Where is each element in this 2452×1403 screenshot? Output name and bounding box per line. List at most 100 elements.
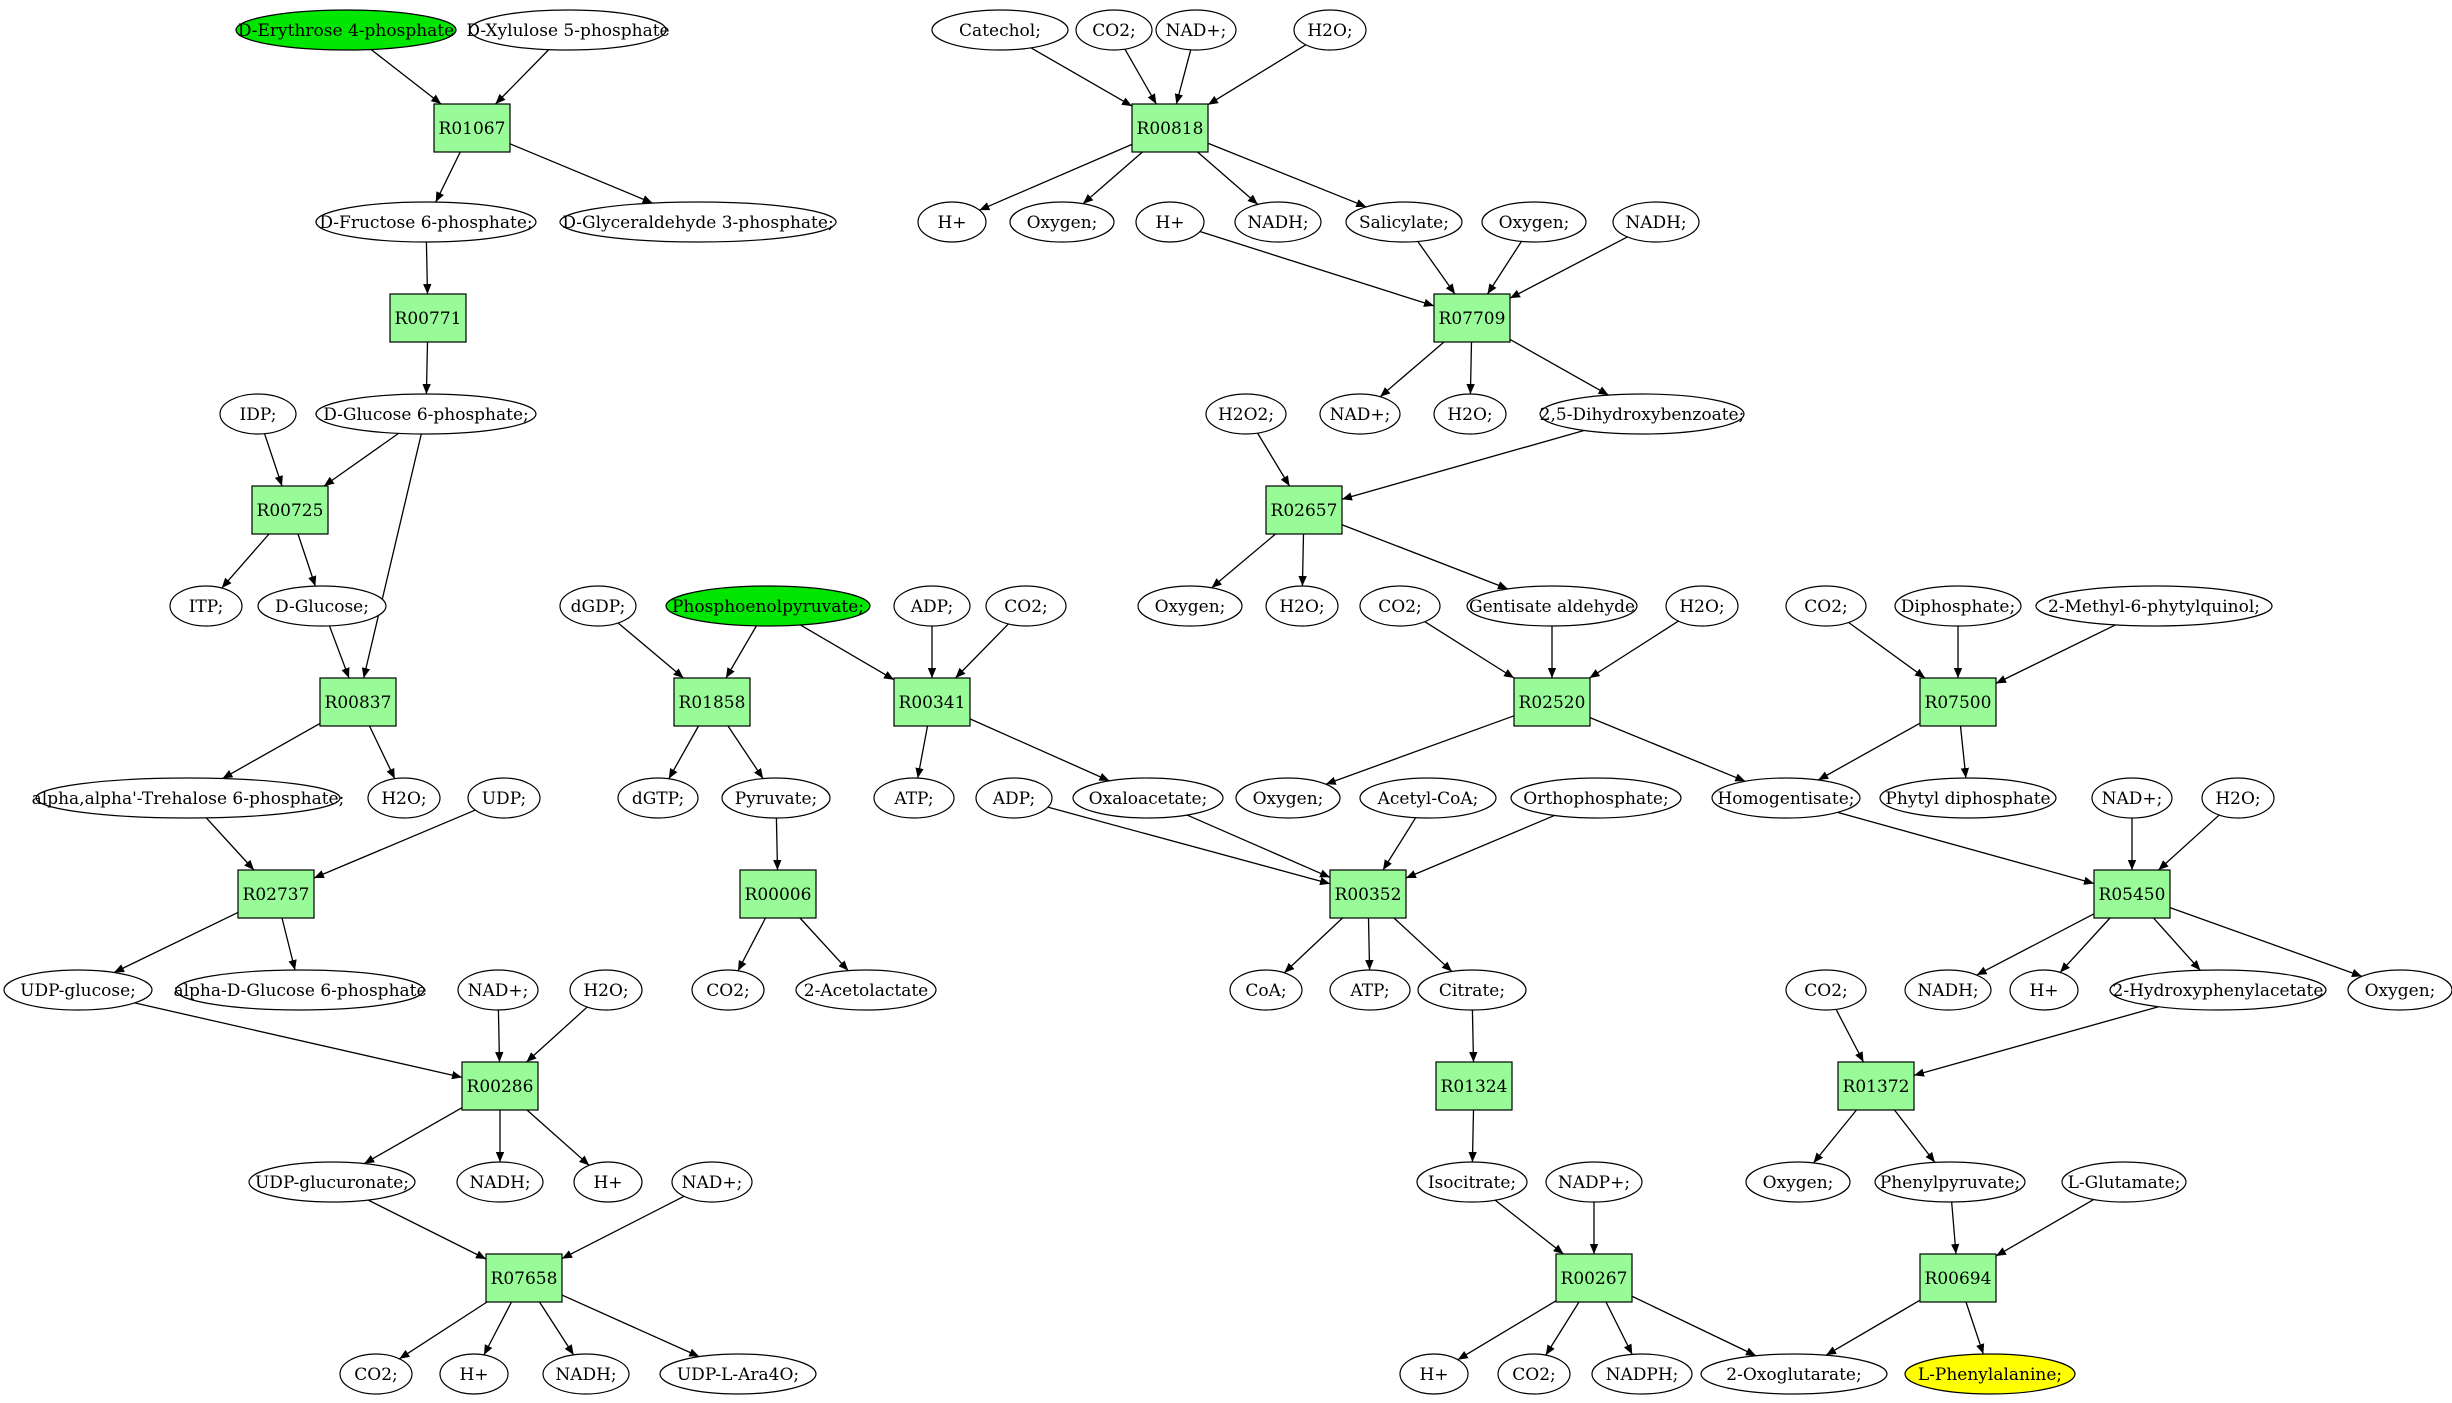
compound-node-nadh_d[interactable]: NADH; (1612, 201, 1700, 243)
compound-node-pep[interactable]: Phosphoenolpyruvate; (665, 585, 871, 627)
compound-node-co2_c[interactable]: CO2; (691, 969, 765, 1011)
compound-node-pyr[interactable]: Pyruvate; (721, 777, 831, 819)
compound-node-f6p[interactable]: D-Fructose 6-phosphate; (315, 201, 537, 243)
compound-node-homog[interactable]: Homogentisate; (1711, 777, 1861, 819)
reaction-node-R05450[interactable]: R05450 (2093, 869, 2171, 919)
compound-node-nad_a[interactable]: NAD+; (457, 969, 539, 1011)
reaction-node-R01324[interactable]: R01324 (1435, 1061, 1513, 1111)
reaction-node-R02520[interactable]: R02520 (1513, 677, 1591, 727)
reaction-node-R07500[interactable]: R07500 (1919, 677, 1997, 727)
compound-node-lphe[interactable]: L-Phenylalanine; (1904, 1353, 2076, 1395)
compound-node-h2o_d[interactable]: H2O; (1433, 393, 1507, 435)
compound-node-oxy_d[interactable]: Oxygen; (1235, 777, 1341, 819)
compound-node-g6p[interactable]: D-Glucose 6-phosphate; (315, 393, 537, 435)
compound-node-x5p[interactable]: D-Xylulose 5-phosphate (466, 9, 670, 51)
compound-node-isocit[interactable]: Isocitrate; (1416, 1161, 1528, 1203)
compound-node-t6p[interactable]: alpha,alpha'-Trehalose 6-phosphate; (32, 777, 345, 819)
compound-node-acl[interactable]: 2-Acetolactate (795, 969, 937, 1011)
compound-node-ortho[interactable]: Orthophosphate; (1510, 777, 1682, 819)
reaction-node-R02737[interactable]: R02737 (237, 869, 315, 919)
compound-node-adp_b[interactable]: ADP; (975, 777, 1053, 819)
compound-node-hpa[interactable]: 2-Hydroxyphenylacetate (2109, 969, 2327, 1011)
compound-node-dgdp[interactable]: dGDP; (559, 585, 637, 627)
compound-node-e4p[interactable]: D-Erythrose 4-phosphate (235, 9, 457, 51)
reaction-node-R07658[interactable]: R07658 (485, 1253, 563, 1303)
compound-node-oxog[interactable]: 2-Oxoglutarate; (1700, 1353, 1888, 1395)
compound-node-hp_e[interactable]: H+ (1399, 1353, 1469, 1395)
compound-node-phytyl[interactable]: Phytyl diphosphate (1879, 777, 2057, 819)
reaction-node-R07709[interactable]: R07709 (1433, 293, 1511, 343)
compound-node-lglu[interactable]: L-Glutamate; (2061, 1161, 2187, 1203)
reaction-node-R02657[interactable]: R02657 (1265, 485, 1343, 535)
compound-node-hp_a[interactable]: H+ (573, 1161, 643, 1203)
compound-node-atp_a[interactable]: ATP; (873, 777, 955, 819)
compound-node-co2_d[interactable]: CO2; (1075, 9, 1153, 51)
compound-node-nad_d[interactable]: NAD+; (1319, 393, 1401, 435)
compound-node-oxy_a[interactable]: Oxygen; (1009, 201, 1115, 243)
compound-node-oxy_b[interactable]: Oxygen; (1481, 201, 1587, 243)
compound-node-hp_d[interactable]: H+ (1135, 201, 1205, 243)
compound-node-dglc[interactable]: D-Glucose; (257, 585, 387, 627)
compound-node-ag6p[interactable]: alpha-D-Glucose 6-phosphate (173, 969, 427, 1011)
compound-node-co2_h[interactable]: CO2; (1785, 969, 1867, 1011)
compound-node-nadh_e[interactable]: NADH; (1904, 969, 1992, 1011)
compound-node-h2o_b[interactable]: H2O; (569, 969, 643, 1011)
compound-node-salic[interactable]: Salicylate; (1345, 201, 1463, 243)
compound-node-nadph[interactable]: NADPH; (1591, 1353, 1693, 1395)
compound-node-co2_g[interactable]: CO2; (1785, 585, 1867, 627)
compound-node-hp_b[interactable]: H+ (439, 1353, 509, 1395)
compound-node-co2_e[interactable]: CO2; (1359, 585, 1441, 627)
compound-node-oxy_f[interactable]: Oxygen; (1745, 1161, 1851, 1203)
compound-node-gald[interactable]: Gentisate aldehyde (1466, 585, 1638, 627)
compound-node-h2o_a[interactable]: H2O; (367, 777, 441, 819)
reaction-node-R00771[interactable]: R00771 (389, 293, 467, 343)
compound-node-h2o_g[interactable]: H2O; (2201, 777, 2275, 819)
compound-node-dhb[interactable]: 2,5-Dihydroxybenzoate; (1539, 393, 1745, 435)
reaction-node-R01067[interactable]: R01067 (433, 103, 511, 153)
compound-node-nad_c[interactable]: NAD+; (1155, 9, 1237, 51)
reaction-node-R00341[interactable]: R00341 (893, 677, 971, 727)
reaction-node-R00352[interactable]: R00352 (1329, 869, 1407, 919)
compound-node-nad_e[interactable]: NAD+; (2091, 777, 2173, 819)
compound-node-dgtp[interactable]: dGTP; (617, 777, 699, 819)
compound-node-dipho[interactable]: Diphosphate; (1894, 585, 2022, 627)
compound-node-itp[interactable]: ITP; (169, 585, 243, 627)
compound-node-h2o_f[interactable]: H2O; (1665, 585, 1739, 627)
compound-node-co2_b[interactable]: CO2; (985, 585, 1067, 627)
reaction-node-R01858[interactable]: R01858 (673, 677, 751, 727)
compound-node-phpyr[interactable]: Phenylpyruvate; (1874, 1161, 2026, 1203)
compound-node-coa[interactable]: CoA; (1229, 969, 1303, 1011)
compound-node-acoa[interactable]: Acetyl-CoA; (1359, 777, 1497, 819)
compound-node-nadh_a[interactable]: NADH; (456, 1161, 544, 1203)
reaction-node-R01372[interactable]: R01372 (1837, 1061, 1915, 1111)
compound-node-g3p[interactable]: D-Glyceraldehyde 3-phosphate; (559, 201, 837, 243)
reaction-node-R00267[interactable]: R00267 (1555, 1253, 1633, 1303)
reaction-node-R00006[interactable]: R00006 (739, 869, 817, 919)
compound-node-oxy_e[interactable]: Oxygen; (2347, 969, 2452, 1011)
compound-node-udpgla[interactable]: UDP-glucuronate; (248, 1161, 416, 1203)
compound-node-h2o_c[interactable]: H2O; (1293, 9, 1367, 51)
reaction-node-R00286[interactable]: R00286 (461, 1061, 539, 1111)
reaction-node-R00694[interactable]: R00694 (1919, 1253, 1997, 1303)
compound-node-nadh_c[interactable]: NADH; (1234, 201, 1322, 243)
compound-node-idp[interactable]: IDP; (219, 393, 297, 435)
compound-node-hp_f[interactable]: H+ (2009, 969, 2079, 1011)
compound-node-catechol[interactable]: Catechol; (931, 9, 1069, 51)
compound-node-nad_b[interactable]: NAD+; (671, 1161, 753, 1203)
compound-node-udp[interactable]: UDP; (467, 777, 541, 819)
compound-node-hp_c[interactable]: H+ (917, 201, 987, 243)
compound-node-nadh_b[interactable]: NADH; (542, 1353, 630, 1395)
compound-node-oaa[interactable]: Oxaloacetate; (1072, 777, 1224, 819)
compound-node-co2_f[interactable]: CO2; (1497, 1353, 1571, 1395)
compound-node-udpglc[interactable]: UDP-glucose; (3, 969, 153, 1011)
compound-node-adp_a[interactable]: ADP; (893, 585, 971, 627)
compound-node-oxy_c[interactable]: Oxygen; (1137, 585, 1243, 627)
reaction-node-R00837[interactable]: R00837 (319, 677, 397, 727)
compound-node-h2o2[interactable]: H2O2; (1205, 393, 1287, 435)
compound-node-atp_b[interactable]: ATP; (1329, 969, 1411, 1011)
compound-node-h2o_e[interactable]: H2O; (1265, 585, 1339, 627)
reaction-node-R00818[interactable]: R00818 (1131, 103, 1209, 153)
compound-node-mpq[interactable]: 2-Methyl-6-phytylquinol; (2035, 585, 2273, 627)
compound-node-nadp[interactable]: NADP+; (1545, 1161, 1643, 1203)
compound-node-udpara[interactable]: UDP-L-Ara4O; (659, 1353, 817, 1395)
